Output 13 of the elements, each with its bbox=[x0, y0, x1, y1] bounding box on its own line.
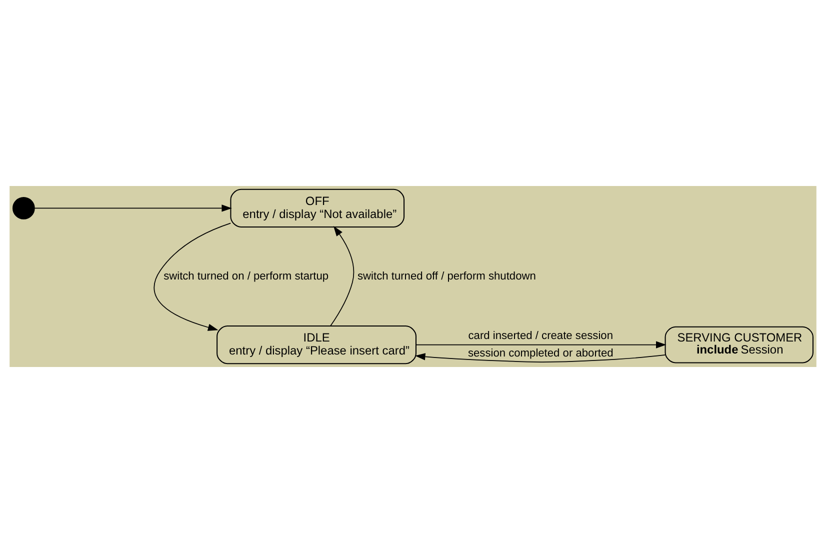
arrow bbox=[416, 341, 666, 348]
edge-label: switch turned off / perform shutdown bbox=[358, 270, 536, 282]
edge-label: session completed or aborted bbox=[468, 347, 614, 360]
arrow bbox=[34, 204, 232, 212]
edge-label: switch turned on / perform startup bbox=[164, 270, 329, 282]
node-circle bbox=[12, 197, 35, 220]
node-box: OFF entry / display “Not available” bbox=[230, 188, 405, 228]
arrow bbox=[330, 226, 354, 326]
arrow bbox=[415, 353, 666, 362]
arrow bbox=[154, 222, 232, 331]
node-box: IDLE entry / display “Please insert card” bbox=[216, 326, 416, 364]
edge-label: card inserted / create session bbox=[468, 330, 613, 342]
node-box: SERVING CUSTOMER include Session bbox=[664, 326, 814, 364]
